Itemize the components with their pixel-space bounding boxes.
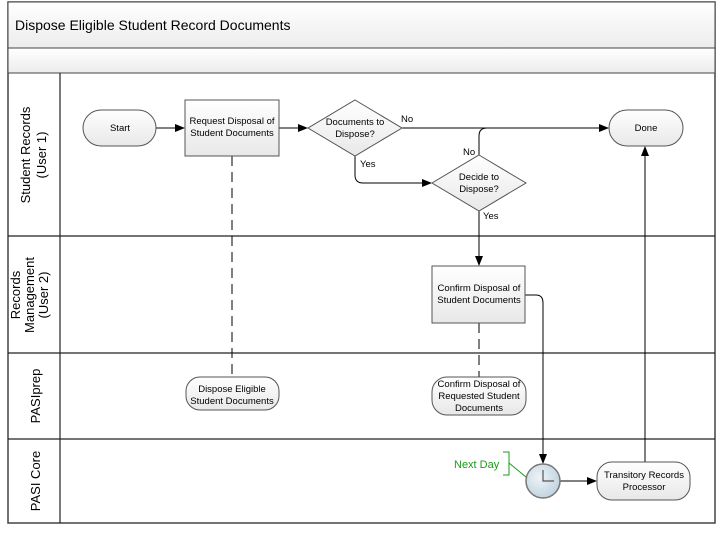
connector-decide-no [478, 127, 520, 155]
decide-no-label: No [463, 147, 475, 158]
timer-event[interactable] [525, 463, 561, 499]
title-band [7, 1, 716, 49]
lane-label-records-management: RecordsManagement(User 2) [8, 257, 51, 333]
docs-yes-label: Yes [360, 159, 376, 170]
connector-docs-yes [354, 156, 432, 187]
lane-label-pasi-core: PASI Core [28, 451, 43, 511]
timer-annotation: Next Day [454, 459, 500, 471]
start-label: Start [110, 123, 130, 134]
diagram-title: Dispose Eligible Student Record Document… [15, 17, 290, 33]
connector-confirm-timer [525, 294, 547, 464]
lane-label-student-records: Student Records(User 1) [18, 106, 49, 203]
pool-frame [7, 1, 716, 524]
done-label: Done [635, 123, 658, 134]
phase-band [7, 47, 716, 74]
connectors [156, 124, 649, 485]
timer-annotation-bracket [503, 451, 527, 478]
done-event[interactable]: Done [608, 109, 684, 147]
lane-label-pasiprep: PASIprep [28, 369, 43, 424]
docs-no-label: No [401, 114, 413, 125]
lane-dividers [8, 73, 715, 523]
decide-yes-label: Yes [483, 211, 499, 222]
start-event[interactable]: Start [82, 109, 157, 147]
